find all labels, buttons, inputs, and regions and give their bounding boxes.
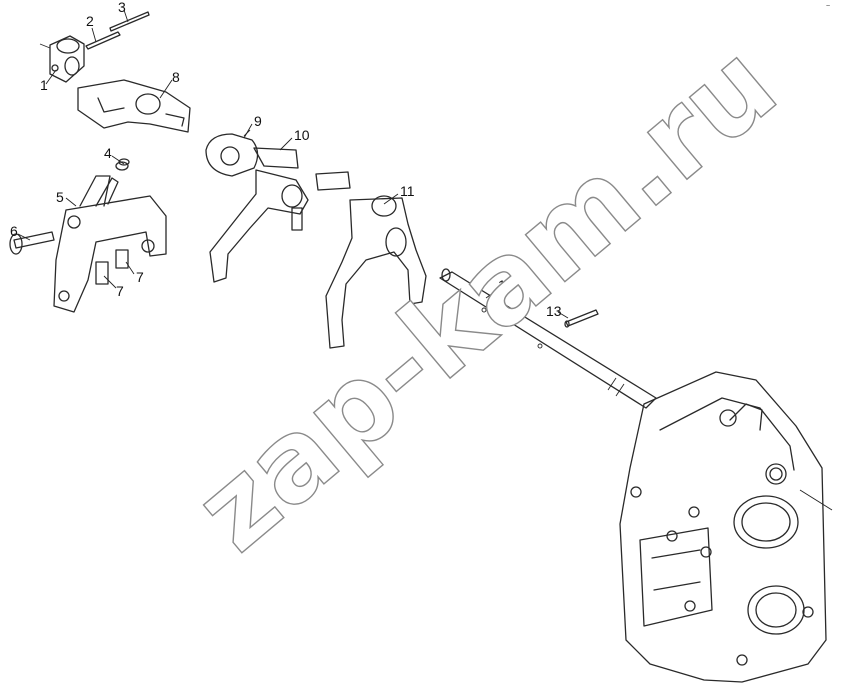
callout-6: 6	[10, 223, 18, 239]
lug-part-7b	[95, 261, 109, 285]
corner-mark: ~	[826, 3, 830, 10]
bolt-part-6	[9, 231, 55, 255]
callout-3: 3	[118, 0, 126, 15]
lug-part-7a	[115, 249, 129, 269]
callout-5: 5	[56, 189, 64, 205]
interlock-bracket-part-8	[77, 79, 191, 133]
callout-11: 11	[400, 183, 415, 199]
callout-8: 8	[172, 69, 180, 85]
callout-7a: 7	[136, 269, 144, 285]
callout-12: 12	[498, 277, 514, 293]
callout-1: 1	[40, 77, 48, 93]
callout-7b: 7	[116, 283, 124, 299]
selector-head-part-1	[39, 35, 85, 83]
callout-4: 4	[104, 145, 112, 161]
callout-13: 13	[546, 303, 562, 319]
callout-2: 2	[86, 13, 94, 29]
callout-10: 10	[294, 127, 310, 143]
callout-labels: 1 2 3 4 5 6 7 7 8 9 10 11 12 13	[10, 0, 562, 319]
pin-part-13	[564, 309, 599, 328]
watermark: zap-kam.ru	[171, 19, 801, 577]
gearbox-housing	[619, 371, 827, 683]
shift-bracket-part-5	[53, 175, 167, 313]
leader-lines	[17, 9, 833, 511]
shift-fork-part-11	[315, 171, 427, 349]
pin-part-2	[85, 31, 121, 50]
pin-part-3	[109, 11, 150, 32]
spring-part-4	[115, 158, 130, 171]
round-block-part-9	[205, 129, 259, 177]
shift-fork-part-10	[209, 147, 309, 283]
watermark-text: zap-kam.ru	[172, 20, 801, 577]
callout-9: 9	[254, 113, 262, 129]
